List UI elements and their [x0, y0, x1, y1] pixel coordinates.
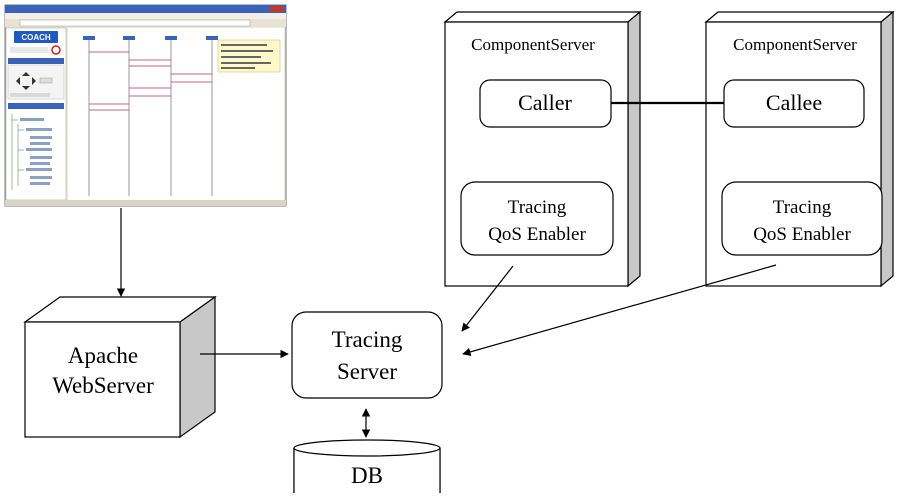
cube-front-face: [24, 321, 181, 438]
database-cylinder: DB: [293, 439, 441, 493]
browser-screenshot: COACH: [4, 4, 287, 207]
caller-label: Caller: [518, 90, 572, 115]
tracing-server: Tracing Server: [291, 311, 443, 399]
tracing-server-box: [291, 311, 443, 399]
page-control-header: [8, 58, 64, 64]
component-server-right: ComponentServer Callee Tracing QoS Enabl…: [704, 10, 895, 288]
window-close-icon: [270, 6, 284, 12]
tracing-server-label-line2: Server: [337, 359, 397, 384]
coach-logo-text: COACH: [21, 33, 51, 42]
left-enabler-line2: QoS Enabler: [488, 224, 586, 245]
coach-logo: [14, 31, 58, 43]
db-label: DB: [351, 463, 383, 488]
left-enabler-line1: Tracing: [508, 197, 567, 218]
db-top-ellipse: [293, 439, 441, 457]
right-enabler-to-tracing-arrow: [462, 264, 777, 356]
component-server-left: ComponentServer Caller Tracing QoS Enabl…: [443, 10, 642, 288]
apache-label-line2: WebServer: [52, 373, 154, 398]
apache-label-line1: Apache: [68, 343, 138, 368]
left-server-top: [443, 11, 642, 23]
left-enabler-to-tracing-arrow: [461, 265, 514, 332]
callee-label: Callee: [766, 90, 822, 115]
cube-side-face: [179, 295, 216, 439]
window-titlebar: [5, 5, 286, 13]
left-server-title: ComponentServer: [471, 35, 595, 54]
config-control-header: [8, 103, 64, 109]
left-server-side: [627, 10, 641, 288]
left-enabler-box: [460, 181, 614, 256]
right-enabler-line2: QoS Enabler: [753, 224, 851, 245]
right-enabler-box: [721, 181, 883, 256]
right-enabler-line1: Tracing: [773, 197, 832, 218]
right-server-top: [704, 11, 895, 23]
right-server-title: ComponentServer: [733, 35, 857, 54]
tracing-server-label-line1: Tracing: [332, 327, 403, 352]
logo-circle-icon: [51, 45, 61, 55]
address-bar: [19, 19, 251, 27]
right-server-side: [880, 10, 894, 288]
apache-webserver-cube: Apache WebServer: [23, 295, 217, 439]
left-panel: [5, 27, 67, 201]
